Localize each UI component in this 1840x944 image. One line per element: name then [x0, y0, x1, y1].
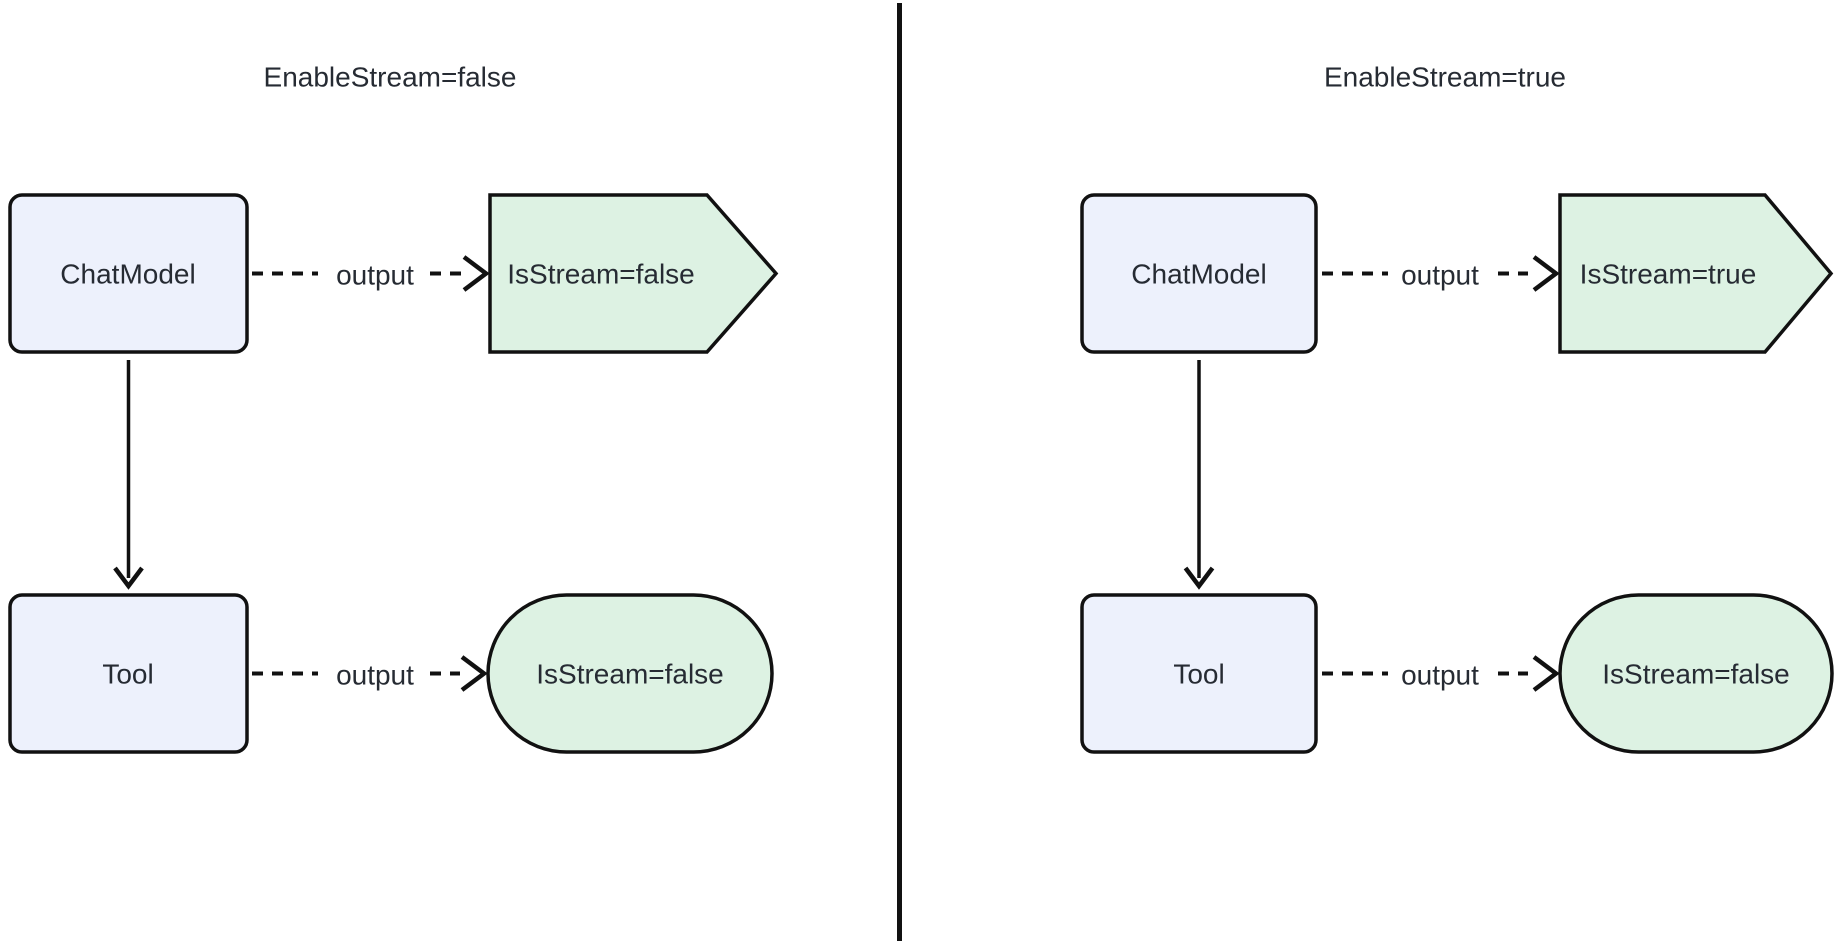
- chat-result-label: IsStream=false: [507, 259, 695, 290]
- tool-result-label: IsStream=false: [536, 659, 724, 690]
- tool-node: [1080, 593, 1318, 754]
- panel-title: EnableStream=false: [264, 62, 517, 93]
- arrowhead-icon: [1532, 255, 1560, 292]
- chatmodel-node: [1080, 193, 1318, 354]
- chatmodel-label: ChatModel: [1131, 259, 1266, 290]
- tool-label: Tool: [1173, 659, 1224, 690]
- chatmodel-label: ChatModel: [60, 259, 195, 290]
- panel-enablestream-false: EnableStream=false ChatModel output IsSt…: [8, 62, 779, 754]
- tool-label: Tool: [102, 659, 153, 690]
- arrowhead-icon: [113, 566, 144, 590]
- arrowhead-icon: [1532, 655, 1560, 692]
- edge-chat-output-label: output: [1401, 260, 1479, 291]
- panel-enablestream-true: EnableStream=true ChatModel output IsStr…: [1080, 62, 1834, 754]
- chatmodel-node: [8, 193, 249, 354]
- chat-result-label: IsStream=true: [1580, 259, 1757, 290]
- arrowhead-icon: [462, 255, 490, 292]
- panel-title: EnableStream=true: [1324, 62, 1566, 93]
- chat-result-node: [1558, 193, 1834, 354]
- edge-chat-output-label: output: [336, 260, 414, 291]
- edge-tool-output-label: output: [336, 660, 414, 691]
- arrowhead-icon: [1183, 566, 1215, 590]
- tool-node: [8, 593, 249, 754]
- tool-result-node: [486, 593, 774, 754]
- edge-tool-output-label: output: [1401, 660, 1479, 691]
- tool-result-node: [1558, 593, 1834, 754]
- tool-result-label: IsStream=false: [1602, 659, 1790, 690]
- arrowhead-icon: [460, 655, 488, 692]
- chat-result-node: [488, 193, 779, 354]
